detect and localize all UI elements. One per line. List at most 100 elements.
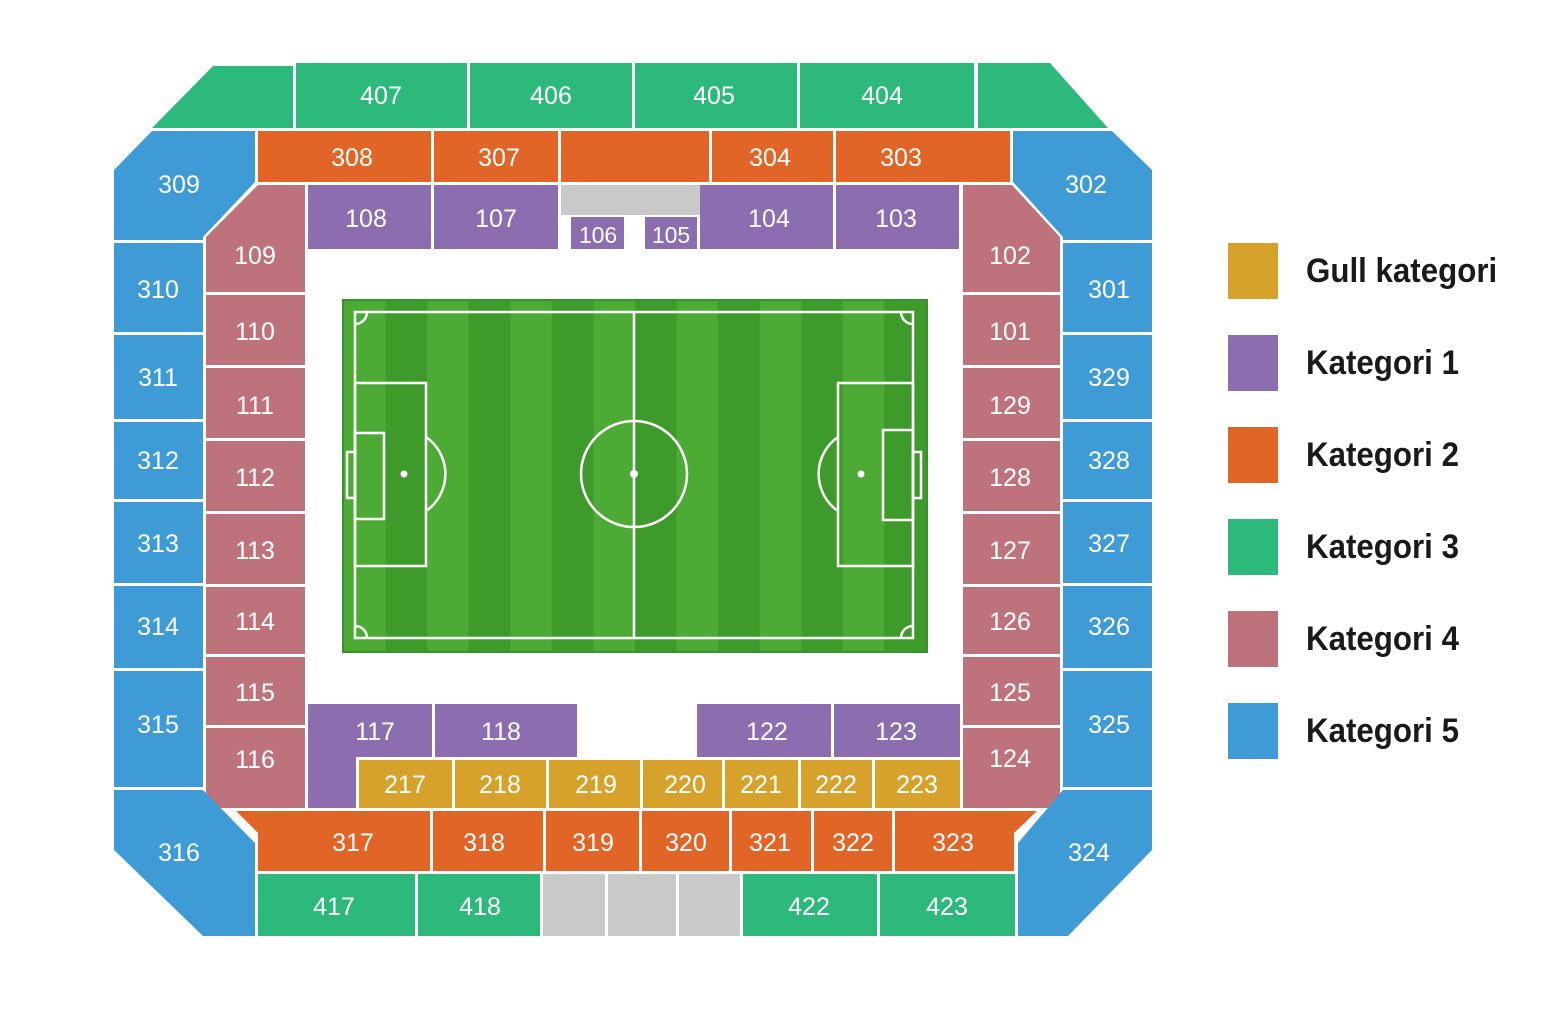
section-220[interactable]: 220: [643, 760, 722, 808]
section-top-center-cat2[interactable]: [561, 131, 709, 182]
penalty-spot: [400, 470, 408, 478]
kategori-2-top: 308 307 304 303: [258, 131, 1010, 182]
section-313[interactable]: 313: [114, 502, 203, 583]
legend-item-kategori-1[interactable]: Kategori 1: [1228, 335, 1528, 391]
section-221[interactable]: 221: [725, 760, 798, 808]
unavailable-block: [608, 874, 676, 936]
section-325[interactable]: 325: [1063, 671, 1152, 787]
section-320[interactable]: 320: [642, 811, 729, 871]
section-125[interactable]: 125: [963, 657, 1060, 725]
section-124[interactable]: 124: [963, 728, 1060, 808]
section-422[interactable]: 422: [743, 874, 877, 936]
section-418[interactable]: 418: [418, 874, 540, 936]
section-329[interactable]: 329: [1063, 335, 1152, 419]
section-327[interactable]: 327: [1063, 502, 1152, 583]
pitch-stripe: [468, 301, 511, 651]
section-110[interactable]: 110: [206, 295, 305, 365]
section-top-right-corner[interactable]: [978, 63, 1108, 128]
section-323[interactable]: 323: [895, 811, 1037, 871]
section-107[interactable]: 107: [434, 185, 558, 249]
section-308[interactable]: 308: [258, 131, 431, 182]
section-105[interactable]: 105: [645, 217, 697, 249]
section-406[interactable]: 406: [470, 63, 632, 128]
legend-swatch: [1228, 427, 1278, 483]
section-128[interactable]: 128: [963, 441, 1060, 511]
pitch-stripe: [344, 301, 387, 651]
pitch-stripe: [635, 301, 678, 651]
section-114[interactable]: 114: [206, 587, 305, 654]
right-penalty-arc: [817, 435, 839, 513]
section-315[interactable]: 315: [114, 671, 203, 787]
section-104[interactable]: 104: [700, 185, 833, 249]
section-127[interactable]: 127: [963, 514, 1060, 584]
legend-item-kategori-2[interactable]: Kategori 2: [1228, 427, 1528, 483]
section-222[interactable]: 222: [801, 760, 872, 808]
section-317[interactable]: 317: [236, 811, 430, 871]
section-101[interactable]: 101: [963, 295, 1060, 365]
legend-swatch: [1228, 611, 1278, 667]
section-219[interactable]: 219: [549, 760, 640, 808]
section-318[interactable]: 318: [433, 811, 543, 871]
section-303[interactable]: 303: [836, 131, 1010, 182]
legend-label: Kategori 1: [1306, 343, 1459, 382]
section-115[interactable]: 115: [206, 657, 305, 725]
section-118[interactable]: 118: [435, 704, 577, 757]
section-301[interactable]: 301: [1063, 243, 1152, 332]
section-116[interactable]: 116: [206, 728, 305, 808]
unavailable-block: [679, 874, 740, 936]
kategori-3-top: 407 406 405 404: [152, 63, 1108, 128]
section-328[interactable]: 328: [1063, 422, 1152, 499]
section-310[interactable]: 310: [114, 243, 203, 332]
section-322[interactable]: 322: [814, 811, 892, 871]
section-307[interactable]: 307: [434, 131, 558, 182]
section-223[interactable]: 223: [875, 760, 960, 808]
section-312[interactable]: 312: [114, 422, 203, 499]
section-top-left-corner[interactable]: [152, 66, 293, 128]
section-111[interactable]: 111: [206, 368, 305, 438]
right-goal: [911, 450, 923, 500]
legend-label: Kategori 3: [1306, 527, 1459, 566]
pitch-stripe: [718, 301, 761, 651]
section-126[interactable]: 126: [963, 587, 1060, 654]
gull-kategori-bottom: 217 218 219 220 221 222 223: [359, 760, 960, 808]
legend-label: Kategori 4: [1306, 619, 1459, 658]
section-112[interactable]: 112: [206, 441, 305, 511]
section-316[interactable]: 316: [114, 790, 255, 936]
left-penalty-arc: [425, 435, 447, 513]
corner-arc: [899, 311, 914, 326]
football-pitch: [342, 299, 928, 653]
section-321[interactable]: 321: [732, 811, 811, 871]
stadium-map: 407 406 405 404 308 307: [114, 63, 1152, 936]
section-129[interactable]: 129: [963, 368, 1060, 438]
section-311[interactable]: 311: [114, 335, 203, 419]
corner-arc: [354, 624, 369, 639]
section-123[interactable]: 123: [834, 704, 960, 757]
section-404[interactable]: 404: [800, 63, 974, 128]
section-103[interactable]: 103: [836, 185, 959, 249]
section-218[interactable]: 218: [455, 760, 546, 808]
pitch-stripe: [510, 301, 553, 651]
section-314[interactable]: 314: [114, 586, 203, 668]
section-407[interactable]: 407: [296, 63, 467, 128]
penalty-spot: [857, 470, 865, 478]
section-122[interactable]: 122: [697, 704, 831, 757]
legend-item-gull-kategori[interactable]: Gull kategori: [1228, 243, 1528, 299]
section-113[interactable]: 113: [206, 514, 305, 584]
section-304[interactable]: 304: [712, 131, 833, 182]
legend-item-kategori-4[interactable]: Kategori 4: [1228, 611, 1528, 667]
pitch-stripe: [801, 301, 844, 651]
legend-item-kategori-3[interactable]: Kategori 3: [1228, 519, 1528, 575]
section-423[interactable]: 423: [880, 874, 1015, 936]
section-417[interactable]: 417: [258, 874, 415, 936]
section-217[interactable]: 217: [359, 760, 452, 808]
section-319[interactable]: 319: [546, 811, 639, 871]
section-108[interactable]: 108: [308, 185, 431, 249]
section-326[interactable]: 326: [1063, 586, 1152, 668]
section-324[interactable]: 324: [1018, 790, 1152, 936]
pitch-stripe: [759, 301, 802, 651]
section-405[interactable]: 405: [635, 63, 797, 128]
corner-arc: [354, 311, 369, 326]
section-106[interactable]: 106: [571, 217, 624, 249]
legend-item-kategori-5[interactable]: Kategori 5: [1228, 703, 1528, 759]
center-spot: [630, 470, 638, 478]
